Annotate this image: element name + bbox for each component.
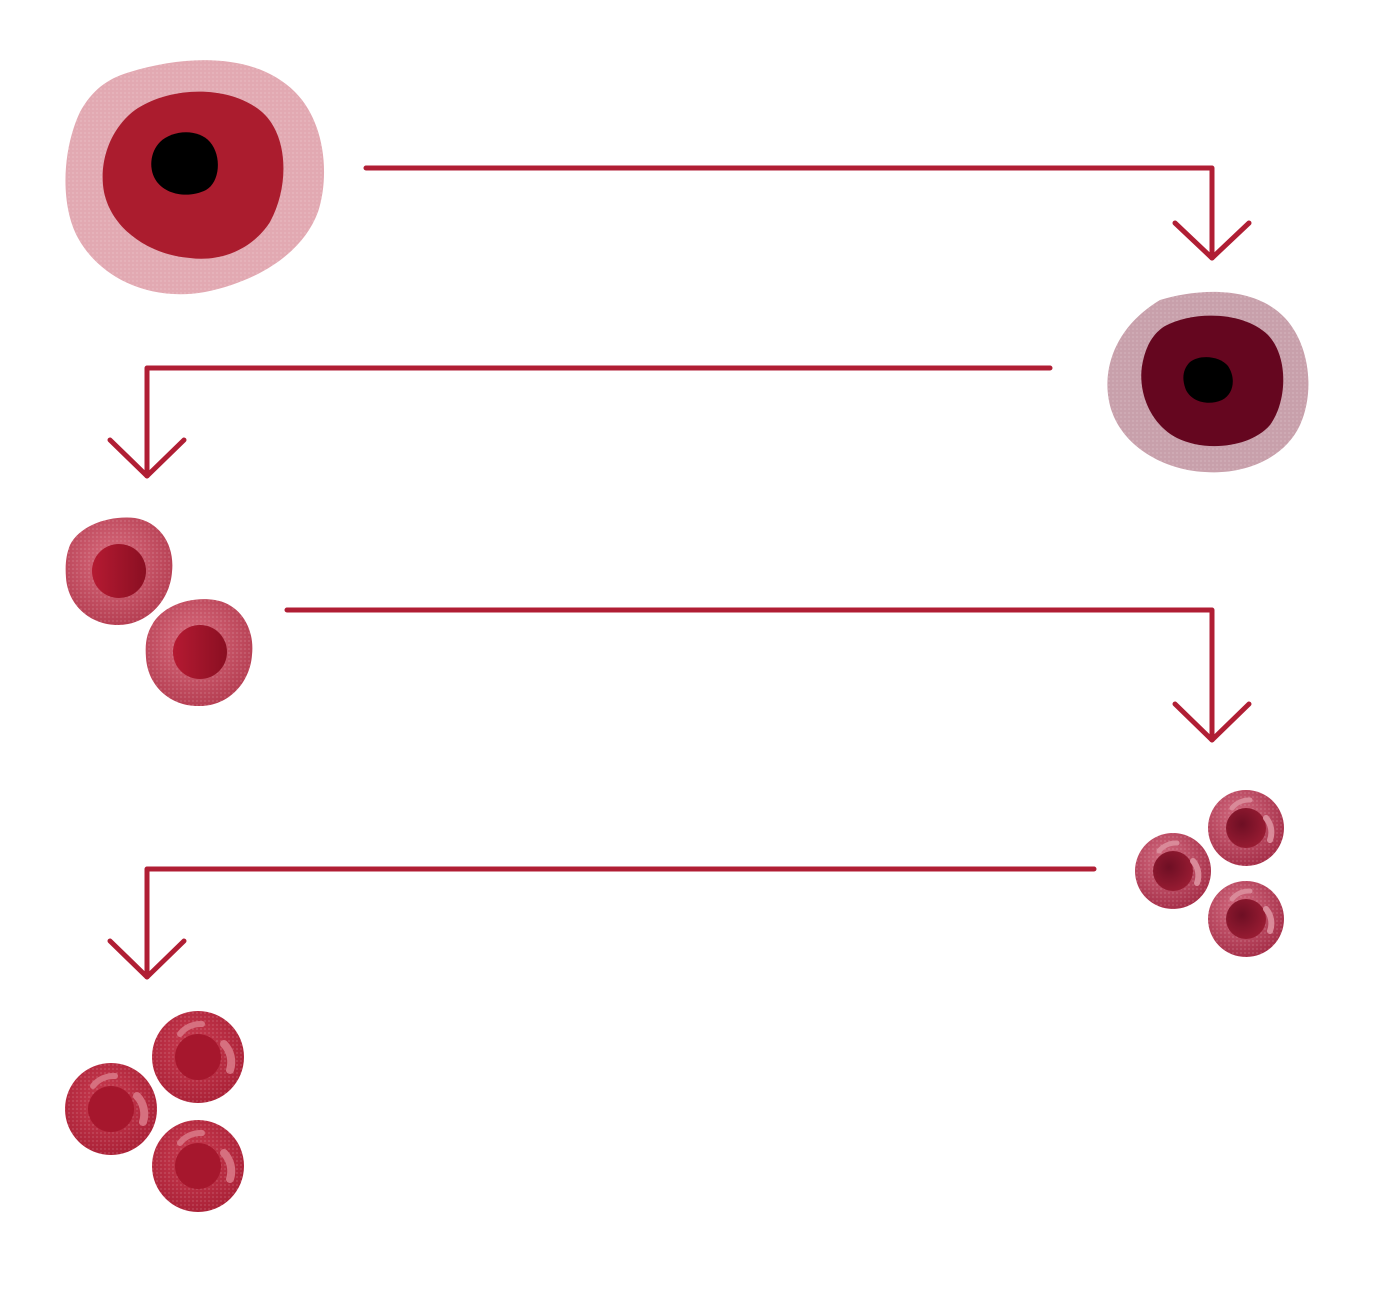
stage-3-cells	[65, 517, 253, 707]
stage-2-nucleus	[1183, 357, 1233, 403]
stage-3-cell-a	[65, 517, 173, 625]
stage-1-nucleus	[151, 132, 218, 195]
stage-4-cell-a	[1208, 790, 1284, 866]
stage-5-cell-b	[65, 1063, 157, 1155]
arrow-stage3-to-stage4	[284, 607, 1252, 743]
stage-3-cell-a-center	[92, 544, 146, 598]
stage-5-cells	[65, 1011, 244, 1212]
stage-3-cell-b-center	[173, 625, 227, 679]
stage-1-cell	[65, 60, 325, 295]
stage-4-cells	[1135, 790, 1284, 957]
stage-4-cell-b	[1135, 833, 1211, 909]
stage-5-cell-c	[152, 1120, 244, 1212]
stage-5-cell-a	[152, 1011, 244, 1103]
stage-2-cell	[1107, 291, 1309, 473]
arrow-stage4-to-stage5	[107, 866, 1097, 980]
arrow-stage1-to-stage2	[363, 165, 1252, 261]
arrow-stage2-to-stage3	[107, 365, 1053, 479]
stage-4-cell-c	[1208, 881, 1284, 957]
stage-3-cell-b	[145, 599, 253, 707]
